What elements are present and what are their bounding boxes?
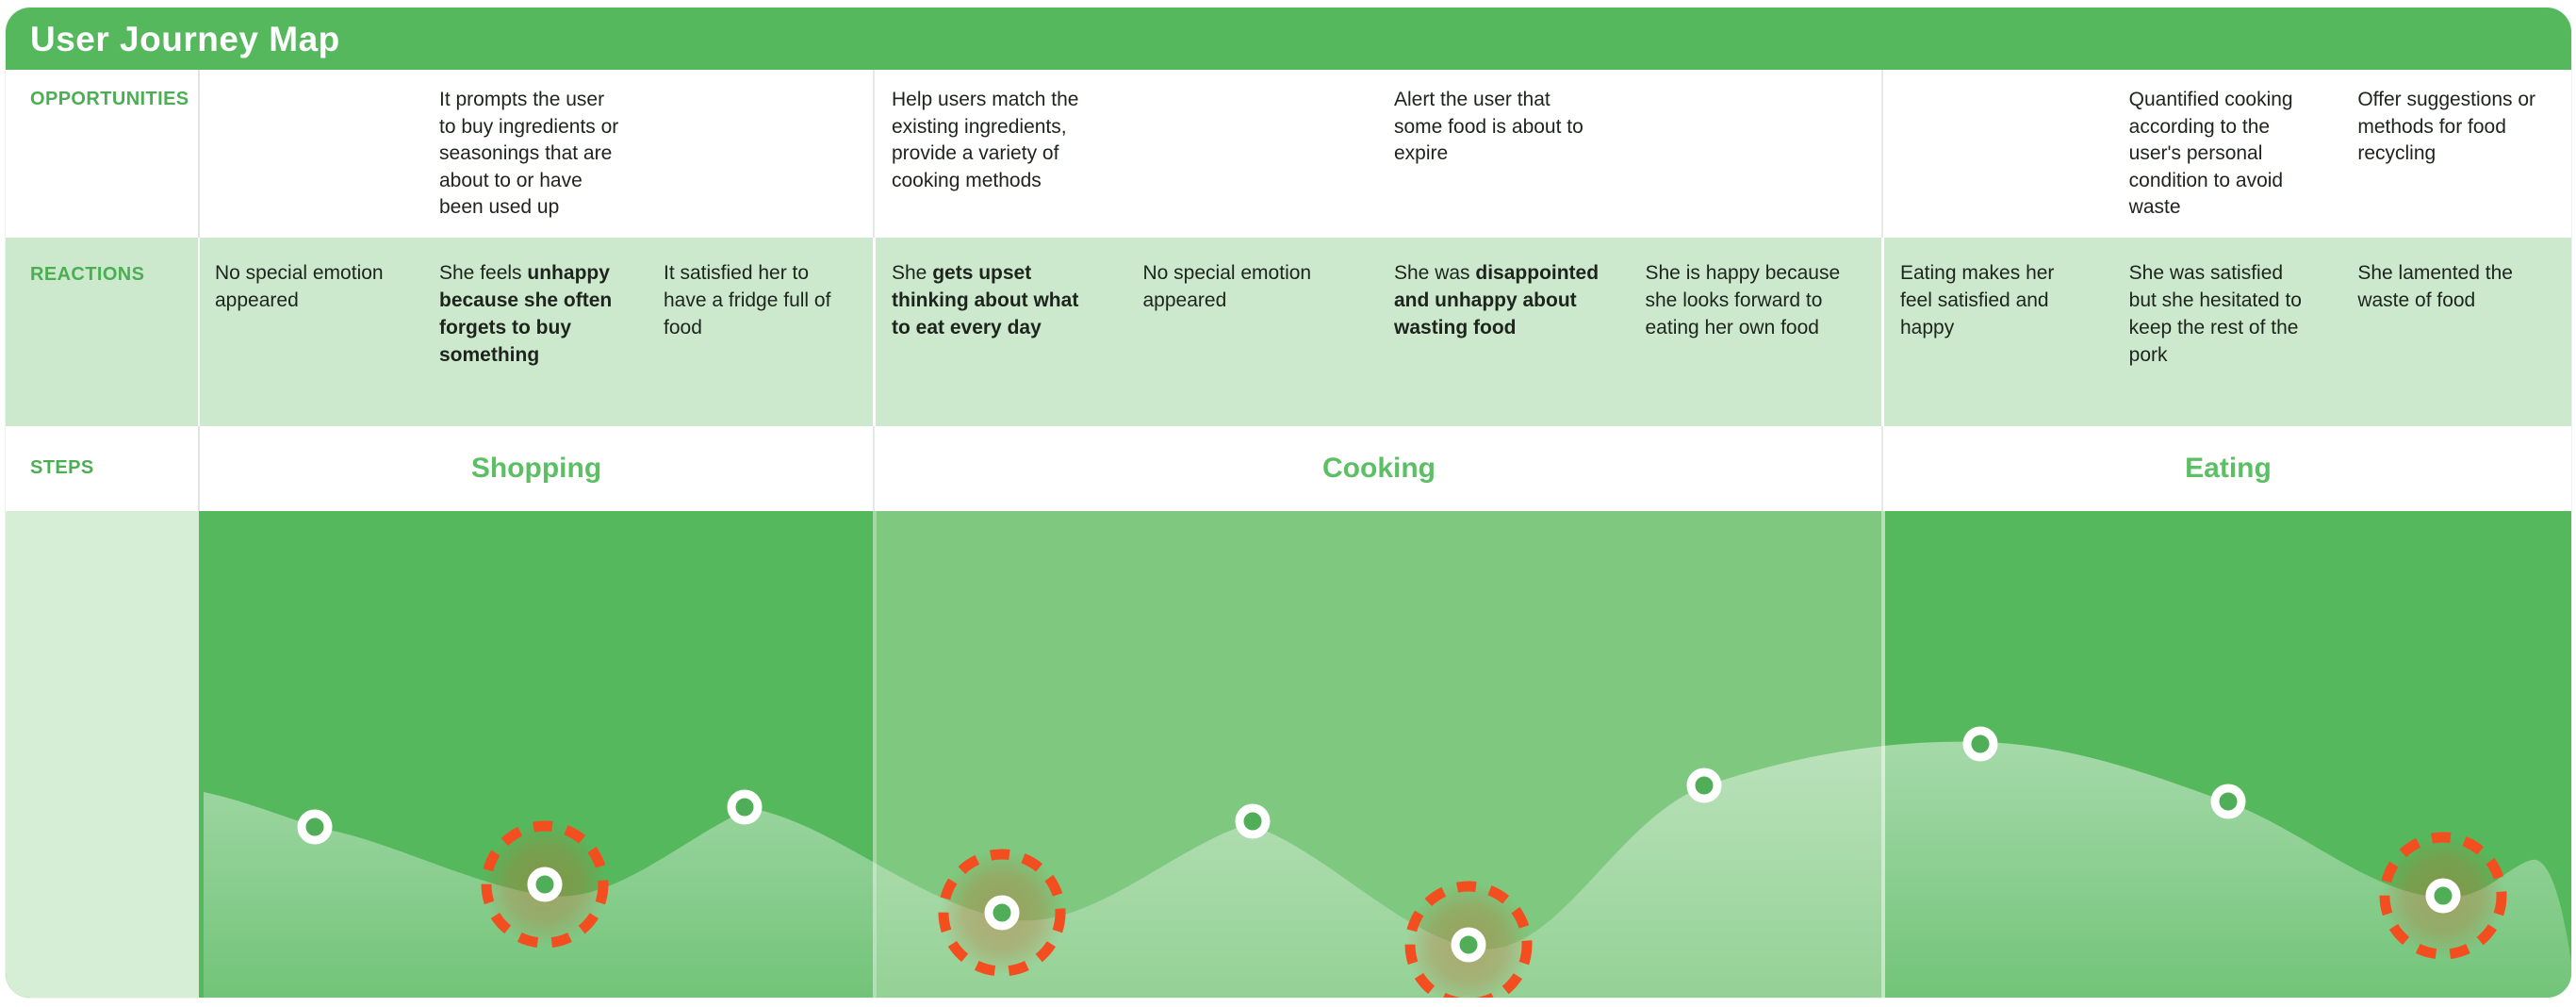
row-label-reactions: REACTIONS (30, 264, 145, 285)
page-title: User Journey Map (30, 20, 340, 58)
opportunity-cell: Quantified cooking according to the user… (2128, 89, 2293, 219)
reaction-cell: She was satisfied but she hesitated to k… (2128, 262, 2302, 366)
emotion-point-highlighted[interactable] (1404, 881, 1533, 998)
emotion-curve-chart (200, 511, 2571, 998)
emotion-point[interactable] (1962, 726, 1998, 762)
journey-card: User Journey Map OPPORTUNITIES REACTIONS… (6, 8, 2571, 998)
emotion-point[interactable] (1686, 768, 1722, 803)
reaction-cell: It satisfied her to have a fridge full o… (664, 262, 831, 338)
column-separator (1881, 70, 1883, 238)
column-separator (873, 426, 875, 511)
row-label-opportunities: OPPORTUNITIES (30, 89, 189, 109)
reaction-cell: She was disappointed and unhappy about w… (1394, 262, 1600, 338)
column-separator (873, 238, 876, 426)
reaction-cell: She feels unhappy because she often forg… (439, 262, 613, 366)
column-separator (1881, 238, 1884, 426)
step-phase-title-shopping: Shopping (470, 453, 602, 484)
emotion-point[interactable] (297, 809, 333, 845)
column-separator (873, 70, 875, 238)
reaction-cell: No special emotion appeared (1142, 262, 1312, 311)
reaction-cell: She gets upset thinking about what to ea… (892, 262, 1079, 338)
emotion-point-highlighted[interactable] (938, 849, 1066, 977)
reaction-cell: She lamented the waste of food (2357, 262, 2513, 311)
emotion-point[interactable] (727, 789, 763, 825)
column-separator (1881, 426, 1883, 511)
opportunities-row (6, 70, 2571, 238)
column-separator (198, 238, 200, 426)
reactions-row (6, 238, 2571, 426)
steps-row (6, 426, 2571, 511)
step-phase-title-cooking: Cooking (1322, 453, 1436, 484)
emotion-point-highlighted[interactable] (481, 820, 609, 949)
emotion-point[interactable] (2210, 784, 2246, 819)
reaction-cell: She is happy because she looks forward t… (1645, 262, 1841, 338)
column-separator (198, 70, 200, 238)
reaction-cell: No special emotion appeared (215, 262, 384, 311)
reaction-cell: Eating makes her feel satisfied and happ… (1900, 262, 2055, 338)
emotion-point-highlighted[interactable] (2379, 832, 2507, 960)
emotion-curve-area (204, 741, 2571, 998)
emotion-point[interactable] (1235, 803, 1271, 839)
opportunity-cell: Alert the user that some food is about t… (1394, 89, 1583, 165)
opportunity-cell: Help users match the existing ingredient… (892, 89, 1079, 191)
column-separator (198, 426, 200, 511)
step-phase-title-eating: Eating (2185, 453, 2272, 484)
opportunity-cell: It prompts the user to buy ingredients o… (439, 89, 619, 219)
header-bar: User Journey Map (6, 8, 2571, 70)
row-label-steps: STEPS (30, 457, 94, 478)
emotion-legend-panel: SatisfiedNormalDissatisfied (6, 511, 199, 998)
opportunity-cell: Offer suggestions or methods for food re… (2357, 89, 2536, 165)
